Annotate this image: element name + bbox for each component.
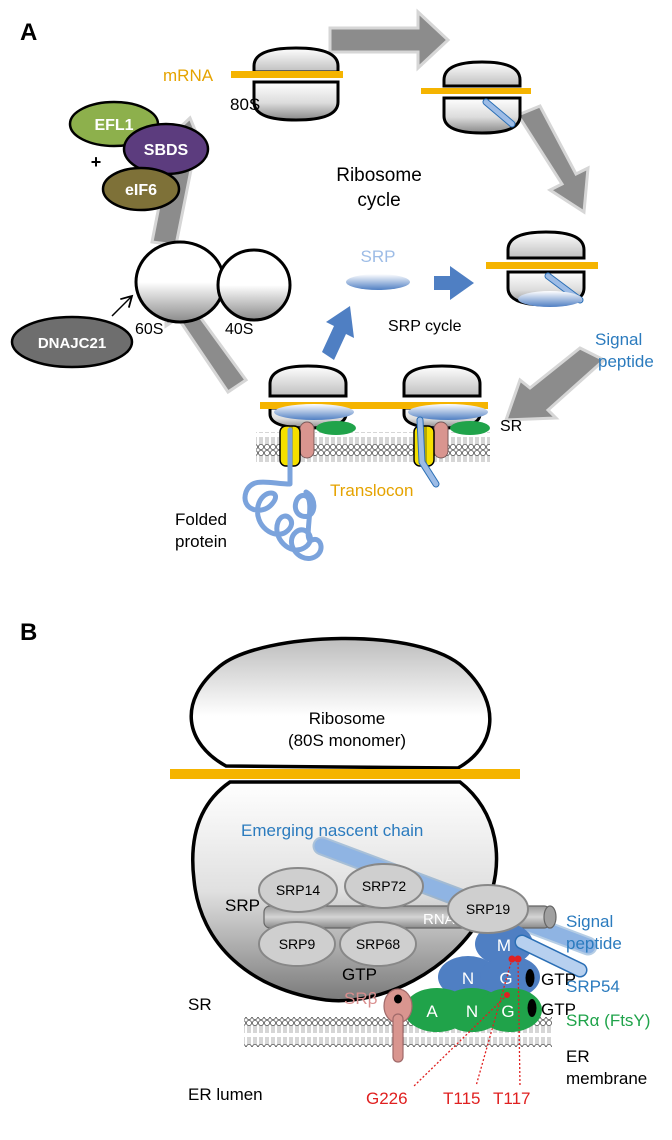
cycle-arrow-top: [328, 8, 451, 72]
srp14-label: SRP14: [276, 882, 321, 898]
srp-label-b: SRP: [225, 896, 260, 915]
efl1-label: EFL1: [94, 117, 133, 134]
dnajc21-label: DNAJC21: [38, 335, 106, 352]
srp19-subunit: [447, 884, 529, 934]
signal-peptide-label-b-line2: peptide: [566, 934, 622, 953]
residue-pointer-lines: [413, 958, 521, 1087]
srp-cycle-label: SRP cycle: [388, 318, 462, 335]
er-membrane-label-line2: membrane: [566, 1069, 647, 1088]
ribosome-cycle-arrows: [150, 8, 607, 422]
sr-label-b: SR: [188, 995, 212, 1014]
80s-label: 80S: [230, 95, 260, 114]
mrna-label: mRNA: [163, 66, 214, 85]
srp-cycle-arrow-right: [434, 266, 474, 300]
t117-label: T117: [493, 1089, 531, 1108]
eif6-label: eIF6: [125, 182, 157, 199]
srp54-n-domain: [438, 956, 498, 998]
sr-beta-2: [433, 421, 449, 459]
sr-beta-label: SRβ: [344, 989, 378, 1008]
srp68-label: SRP68: [356, 936, 401, 952]
srp-label: SRP: [361, 247, 396, 266]
ribosome-srp-bound: [486, 230, 598, 307]
rna-label: RNA: [423, 911, 455, 928]
ribosome-translating-1: [421, 60, 531, 135]
panel-a-letter: A: [20, 19, 37, 46]
sr-receptor-1: [316, 421, 356, 435]
srp-membrane-2: [408, 404, 488, 420]
folded-protein-label-line1: Folded: [175, 510, 227, 529]
t115-label: T115: [443, 1089, 481, 1108]
srp72-subunit: [344, 863, 424, 909]
srp68-subunit: [339, 921, 417, 967]
srp19-label: SRP19: [466, 901, 511, 917]
eif6-blob: [101, 166, 181, 212]
er-lumen-label: ER lumen: [188, 1085, 263, 1104]
60s-label: 60S: [135, 321, 163, 338]
srp14-subunit: [258, 867, 338, 913]
folded-protein-label-line2: protein: [175, 532, 227, 551]
srp-cycle-arrow-up: [322, 306, 354, 360]
srp-membrane-1: [274, 404, 354, 420]
ribosome-80s-initial: [231, 46, 343, 122]
ribosome-maturation-factors: [68, 100, 210, 212]
subunit-40s: [216, 248, 292, 322]
sr-label-a: SR: [500, 418, 522, 435]
sr-beta-1: [299, 421, 315, 459]
gtp-dot-sralpha: [527, 999, 537, 1017]
plus-sign: +: [91, 152, 102, 172]
srp54-n-label: N: [462, 969, 474, 988]
cycle-arrow-right-lower: [503, 346, 607, 422]
sr-alpha-label: SRα (FtsY): [566, 1011, 650, 1030]
ribosome-label-line1: Ribosome: [309, 709, 386, 728]
g226-label: G226: [366, 1089, 408, 1108]
translocon-label: Translocon: [330, 481, 413, 500]
panel-b-letter: B: [20, 619, 37, 646]
signal-peptide-label-line1: Signal: [595, 330, 642, 349]
gtp-label-sralpha: GTP: [541, 1000, 576, 1019]
sr-receptor-2: [450, 421, 490, 435]
ribosome-cycle-label-line2: cycle: [357, 190, 400, 211]
ribosome-label-line2: (80S monomer): [288, 731, 406, 750]
mrna-strand: [231, 71, 343, 78]
signal-peptide-label-b-line1: Signal: [566, 912, 613, 931]
srp72-label: SRP72: [362, 878, 407, 894]
sr-alpha-g-label: G: [501, 1002, 514, 1021]
sr-beta-b: [383, 988, 413, 1063]
gtp-label-srp54: GTP: [541, 970, 576, 989]
mrna-membrane: [260, 402, 488, 409]
sr-alpha-a-label: A: [426, 1002, 438, 1021]
signal-peptide-label-line2: peptide: [598, 352, 654, 371]
40s-label: 40S: [225, 321, 253, 338]
srp54-m-label: M: [497, 936, 511, 955]
dnajc21-pointer-arrow: [111, 294, 134, 317]
signal-peptide-b: [514, 934, 588, 978]
nascent-chain-label: Emerging nascent chain: [241, 821, 423, 840]
subunit-60s: [134, 240, 226, 324]
gtp-label-srbeta: GTP: [342, 965, 377, 984]
folded-protein: [242, 427, 324, 561]
mrna-strand-large: [170, 769, 520, 779]
sbds-label: SBDS: [144, 142, 189, 159]
srp9-subunit: [258, 921, 336, 967]
srp54-label: SRP54: [566, 977, 620, 996]
free-srp: [346, 274, 410, 290]
dnajc21-blob: [10, 315, 134, 369]
sr-alpha-n-label: N: [466, 1002, 478, 1021]
gtp-dot-srp54: [525, 969, 535, 987]
er-membrane-label-line1: ER: [566, 1047, 590, 1066]
ribosome-cycle-label-line1: Ribosome: [336, 165, 422, 186]
srp9-label: SRP9: [279, 936, 316, 952]
gtp-dot-srbeta: [394, 994, 402, 1004]
srp54-g-domain: [480, 956, 540, 998]
cycle-arrow-right-upper: [515, 104, 590, 215]
